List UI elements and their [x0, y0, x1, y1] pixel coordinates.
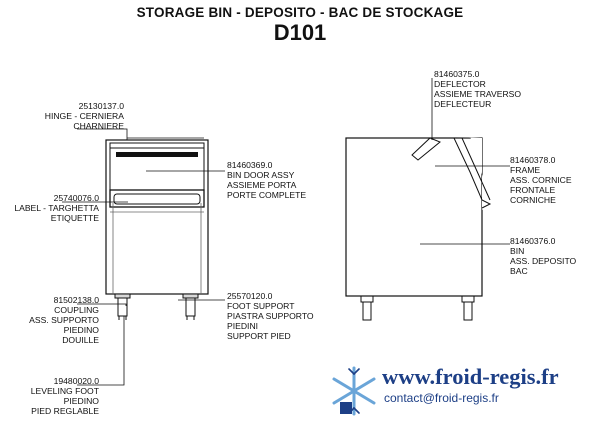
website-link[interactable]: www.froid-regis.fr: [382, 364, 559, 389]
brand-footer: www.froid-regis.fr contact@froid-regis.f…: [330, 362, 598, 420]
diagram-title: STORAGE BIN - DEPOSITO - BAC DE STOCKAGE: [136, 5, 464, 20]
contact-email-link[interactable]: contact@froid-regis.fr: [384, 391, 499, 405]
side-view-bin: [345, 136, 492, 321]
snowflake-logo-icon: [332, 366, 376, 416]
front-view-bin: [105, 139, 209, 320]
leader-lines: [62, 78, 510, 386]
model-number: D101: [273, 20, 327, 45]
